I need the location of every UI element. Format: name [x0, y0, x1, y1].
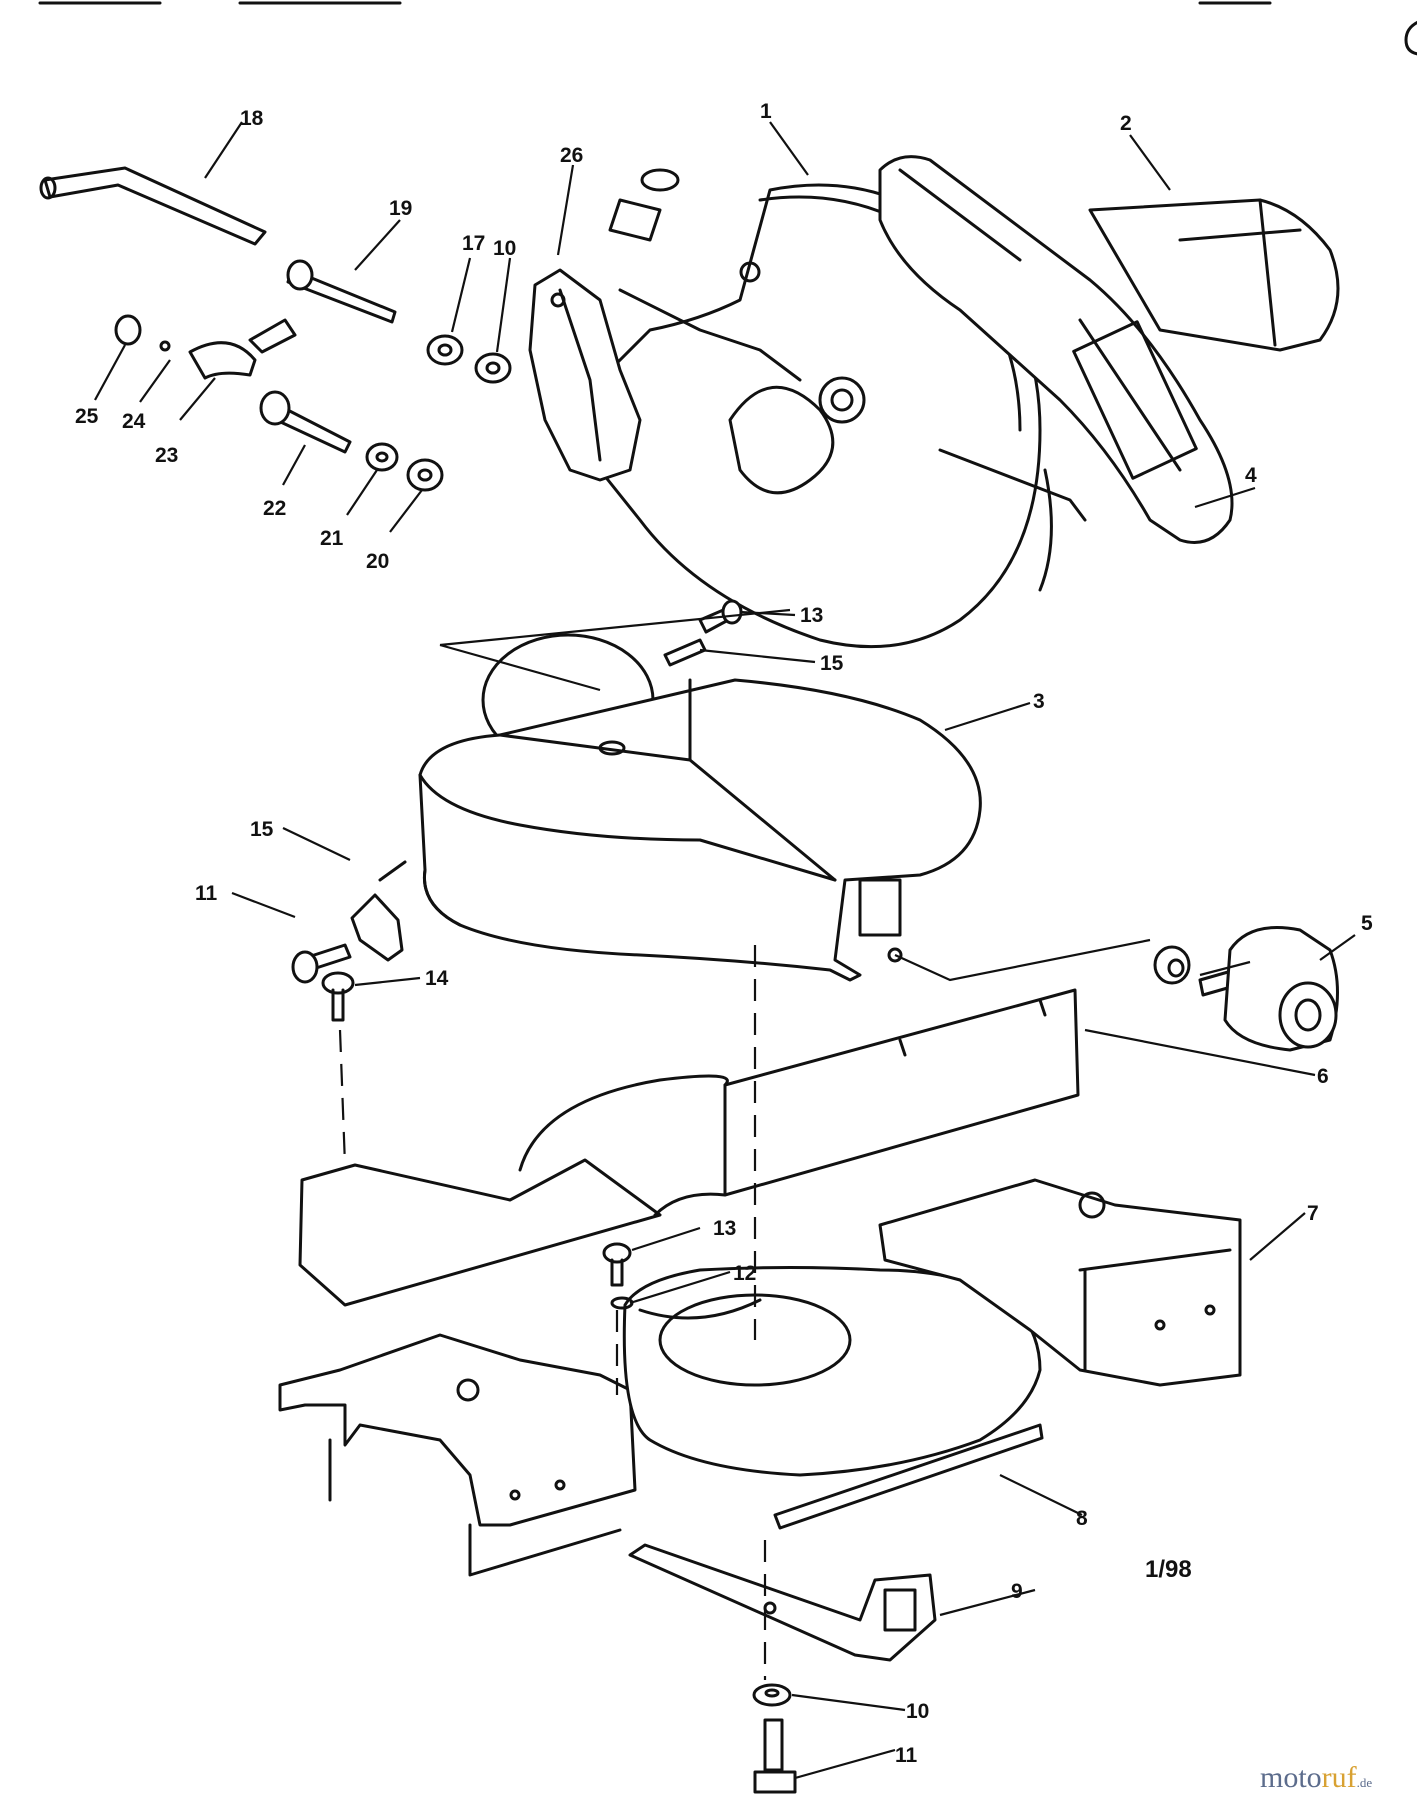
callout-11-left: 11	[195, 882, 218, 905]
callout-2: 2	[1120, 112, 1132, 135]
callout-3: 3	[1033, 690, 1045, 713]
callout-20: 20	[366, 550, 389, 573]
callout-7: 7	[1307, 1202, 1319, 1225]
part-motor-and-handle	[878, 155, 1340, 544]
callout-22: 22	[263, 497, 286, 520]
callout-26: 26	[560, 144, 583, 167]
part-bolt-11-left	[291, 943, 352, 984]
callout-13-upper: 13	[800, 604, 823, 627]
callout-1: 1	[760, 100, 772, 123]
part-lower-guard	[378, 633, 982, 982]
callout-10-lower: 10	[906, 1700, 929, 1723]
callout-13-lower: 13	[713, 1217, 736, 1240]
callout-15-upper: 15	[820, 652, 844, 675]
callout-12: 12	[733, 1262, 756, 1285]
part-base	[278, 1178, 1242, 1577]
part-washer-21	[365, 442, 399, 472]
scan-edge-marks	[38, 1, 1417, 56]
callout-leaders	[94, 121, 1356, 1780]
part-fence	[298, 988, 1080, 1307]
callout-10-upper: 10	[493, 237, 516, 260]
part-bolt-19	[286, 259, 397, 324]
callout-labels: 1 2 3 4 5 6 7 8 9 10 10 11 11 12 13 13 1…	[75, 100, 1373, 1767]
callout-4: 4	[1245, 464, 1257, 487]
part-scale-strip	[773, 1423, 1044, 1530]
callout-5: 5	[1361, 912, 1373, 935]
part-pivot-arm	[528, 168, 802, 482]
callout-9: 9	[1011, 1580, 1023, 1603]
part-lock-lever	[114, 314, 297, 380]
callout-23: 23	[155, 444, 178, 467]
date-code: 1/98	[1145, 1556, 1192, 1583]
part-washer-10-lower	[752, 1683, 792, 1707]
part-bolt-11-lower	[753, 1718, 797, 1794]
callout-11-lower: 11	[895, 1744, 918, 1767]
part-washer-10-upper	[474, 352, 512, 384]
part-washer-20	[406, 458, 444, 492]
part-clip-16	[663, 638, 707, 667]
callout-21: 21	[320, 527, 344, 550]
part-screw-13-lower	[602, 1242, 632, 1287]
callout-14: 14	[425, 967, 449, 990]
callout-8: 8	[1076, 1507, 1088, 1530]
callout-17: 17	[462, 232, 485, 255]
part-washer-17	[426, 334, 464, 366]
part-hex-key	[39, 166, 267, 246]
part-clip-15-left	[350, 893, 404, 962]
part-screw-14	[321, 971, 355, 1022]
callout-25: 25	[75, 405, 99, 428]
callout-15-left: 15	[250, 818, 274, 841]
part-knob-5	[1198, 926, 1339, 1052]
part-bracket-plate	[628, 1543, 937, 1662]
watermark-logo: motoruf.de	[1260, 1761, 1372, 1794]
alignment-lines	[338, 608, 1151, 1680]
callout-19: 19	[389, 197, 412, 220]
callout-6: 6	[1317, 1065, 1329, 1088]
part-bolt-22	[259, 390, 352, 454]
part-nut-4	[1153, 945, 1191, 985]
callout-18: 18	[240, 107, 264, 130]
callout-24: 24	[122, 410, 146, 433]
